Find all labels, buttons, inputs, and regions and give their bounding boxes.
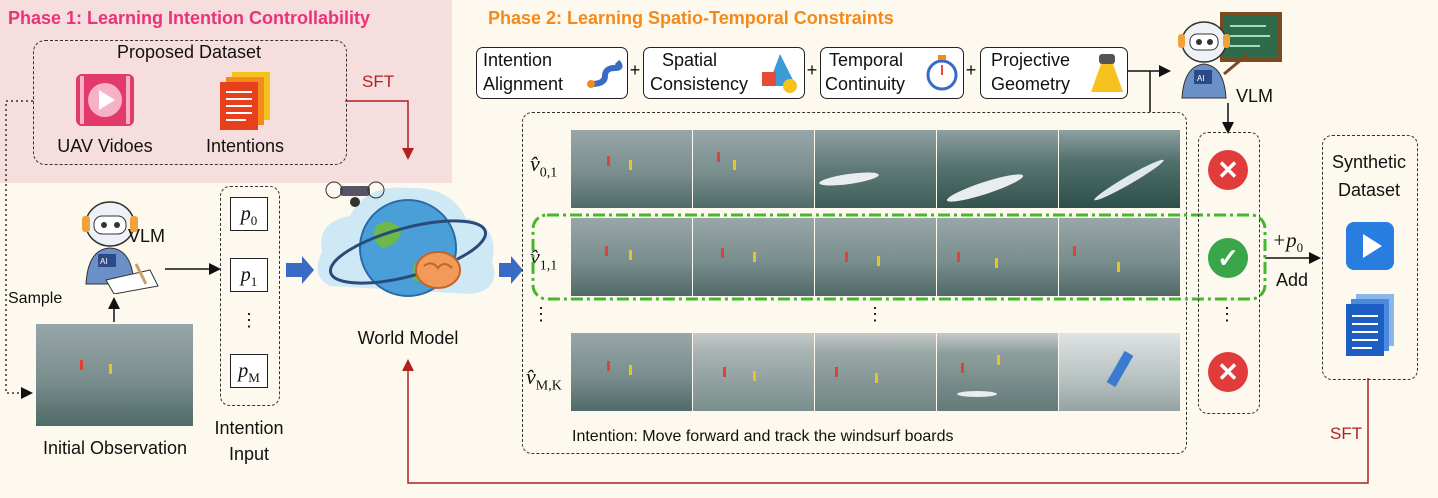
prompt-p1: p1: [230, 258, 268, 292]
constraint-spatial-consistency: Spatial Consistency: [643, 47, 805, 99]
stopwatch-icon: [926, 55, 958, 91]
proposed-dataset-box: [33, 40, 347, 165]
frame-r3-1: [571, 333, 692, 411]
constraint-line1: Projective: [991, 50, 1071, 70]
svg-text:AI: AI: [100, 257, 108, 266]
world-model-label: World Model: [357, 328, 459, 348]
frame-r3-4: [937, 333, 1058, 411]
constraint-line1: Temporal: [829, 50, 904, 70]
video-label: UAV Vidoes: [57, 136, 153, 156]
constraint-line2: Consistency: [650, 74, 749, 94]
intentions-label: Intentions: [205, 136, 285, 156]
video-play-icon: [1346, 222, 1394, 270]
frame-r1-5: [1059, 130, 1180, 208]
reject-icon: ✕: [1208, 150, 1248, 190]
route-icon: [587, 59, 623, 88]
accepted-row-highlight: [531, 213, 1267, 301]
phase2-title: Phase 2: Learning Spatio-Temporal Constr…: [488, 8, 894, 28]
verdict-box: [1198, 132, 1260, 414]
plus-2: +: [806, 60, 818, 80]
frame-r1-1: [571, 130, 692, 208]
row-label-v01: v̂0,1: [530, 151, 558, 181]
frame-r2-3: [815, 218, 936, 296]
prompt-ellipsis: ⋮: [240, 310, 258, 330]
frame-r1-4: [937, 130, 1058, 208]
proposed-dataset-title: Proposed Dataset: [116, 42, 262, 62]
video-file-icon: [76, 74, 134, 126]
constraint-line2: Alignment: [483, 74, 564, 94]
intention-input-label-1: Intention: [214, 418, 284, 438]
row-ellipsis-left: ⋮: [532, 304, 550, 324]
frame-r2-1: [571, 218, 692, 296]
accept-icon: ✓: [1208, 238, 1248, 278]
robot-teacher-icon: AI: [1178, 12, 1282, 99]
document-stack-icon: [220, 72, 270, 130]
constraint-projective-geometry: Projective Geometry: [980, 47, 1128, 99]
robot-writing-icon: AI: [82, 201, 159, 294]
projector-icon: [1091, 54, 1123, 92]
frame-r3-5: [1059, 333, 1180, 411]
vlm-right-label: VLM: [1236, 86, 1274, 106]
document-stack-blue-icon: [1346, 294, 1394, 356]
phase1-title: Phase 1: Learning Intention Controllabil…: [8, 8, 371, 28]
synthetic-line2: Dataset: [1337, 180, 1401, 200]
prompt-pM: pM: [230, 354, 268, 388]
synthetic-dataset-box: [1322, 135, 1418, 380]
constraint-line2: Geometry: [991, 74, 1071, 94]
svg-text:AI: AI: [1197, 74, 1205, 83]
verdict-ellipsis: ⋮: [1218, 304, 1236, 324]
shapes-icon: [762, 54, 797, 93]
sample-label: Sample: [8, 290, 63, 307]
frame-r3-2: [693, 333, 814, 411]
reject-icon: ✕: [1208, 352, 1248, 392]
constraint-line1: Intention: [483, 50, 553, 70]
row-ellipsis-mid: ⋮: [866, 304, 884, 324]
frame-r3-3: [815, 333, 936, 411]
plus-3: +: [965, 60, 977, 80]
synthetic-line1: Synthetic: [1331, 152, 1407, 172]
frame-r2-2: [693, 218, 814, 296]
intention-input-label-2: Input: [228, 444, 270, 464]
vlm-left-label: VLM: [128, 226, 166, 246]
constraint-line1: Spatial: [662, 50, 718, 70]
row-label-vMK: v̂M,K: [526, 364, 562, 394]
frame-r2-4: [937, 218, 1058, 296]
frame-r1-2: [693, 130, 814, 208]
constraint-temporal-continuity: Temporal Continuity: [820, 47, 964, 99]
world-model-globe-icon: [317, 181, 495, 297]
prompt-p0: p0: [230, 197, 268, 231]
row-label-v11: v̂1,1: [530, 244, 558, 274]
initial-observation-image: [36, 324, 193, 426]
initial-observation-label: Initial Observation: [42, 438, 188, 458]
plus-1: +: [629, 60, 641, 80]
sft-bottom-label: SFT: [1330, 424, 1363, 443]
plus-p0-label: +p0: [1272, 228, 1304, 256]
generated-videos-box: [522, 112, 1187, 454]
add-label: Add: [1276, 270, 1309, 290]
intention-caption: Intention: Move forward and track the wi…: [572, 428, 954, 445]
frame-r1-3: [815, 130, 936, 208]
sft-top-label: SFT: [362, 72, 395, 91]
constraint-intention-alignment: Intention Alignment: [476, 47, 628, 99]
constraint-line2: Continuity: [825, 74, 906, 94]
intention-input-box: [220, 186, 280, 406]
frame-r2-5: [1059, 218, 1180, 296]
